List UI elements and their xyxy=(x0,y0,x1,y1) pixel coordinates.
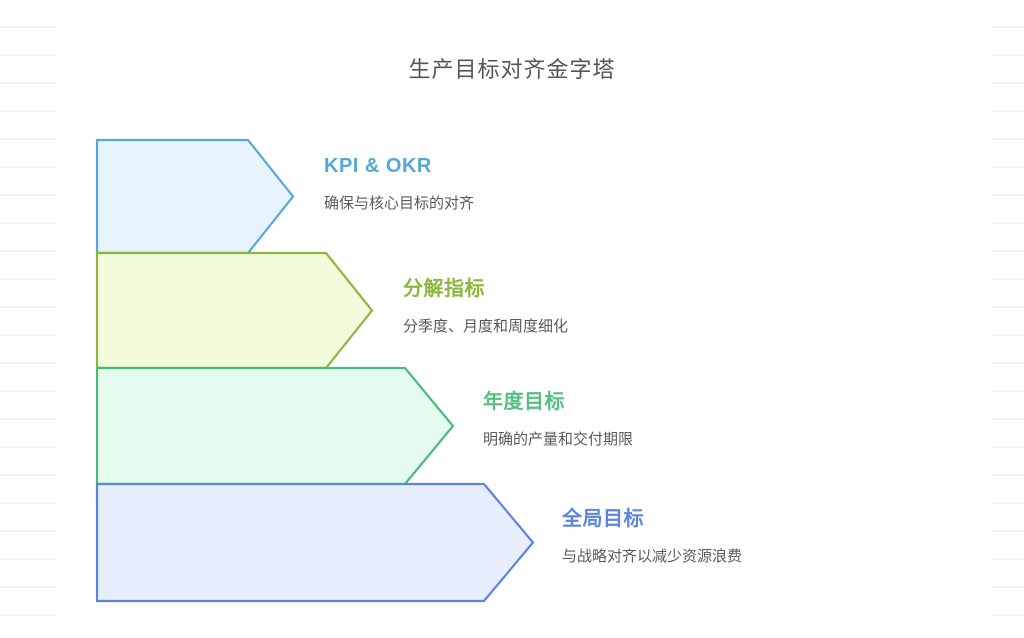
level-4-text-block: 全局目标 与战略对齐以减少资源浪费 xyxy=(562,502,742,566)
level-2-description: 分季度、月度和周度细化 xyxy=(403,318,569,335)
chevron-polygon-3[interactable] xyxy=(95,366,455,486)
level-4-heading: 全局目标 xyxy=(562,508,644,530)
level-1-text-block: KPI & OKR 确保与核心目标的对齐 xyxy=(324,155,474,213)
level-2-heading: 分解指标 xyxy=(403,278,485,300)
level-1-heading: KPI & OKR xyxy=(324,155,432,177)
chevron-polygon-4[interactable] xyxy=(95,482,535,603)
level-1-description: 确保与核心目标的对齐 xyxy=(324,195,475,212)
level-3-heading: 年度目标 xyxy=(483,391,565,413)
chevron-polygon-2[interactable] xyxy=(95,251,374,370)
level-4-description: 与战略对齐以减少资源浪费 xyxy=(562,548,743,565)
page-title: 生产目标对齐金字塔 xyxy=(408,57,616,82)
chevron-polygon-1[interactable] xyxy=(95,138,295,255)
level-2-text-block: 分解指标 分季度、月度和周度细化 xyxy=(403,272,568,336)
level-3-description: 明确的产量和交付期限 xyxy=(483,431,634,448)
level-3-text-block: 年度目标 明确的产量和交付期限 xyxy=(483,385,633,449)
